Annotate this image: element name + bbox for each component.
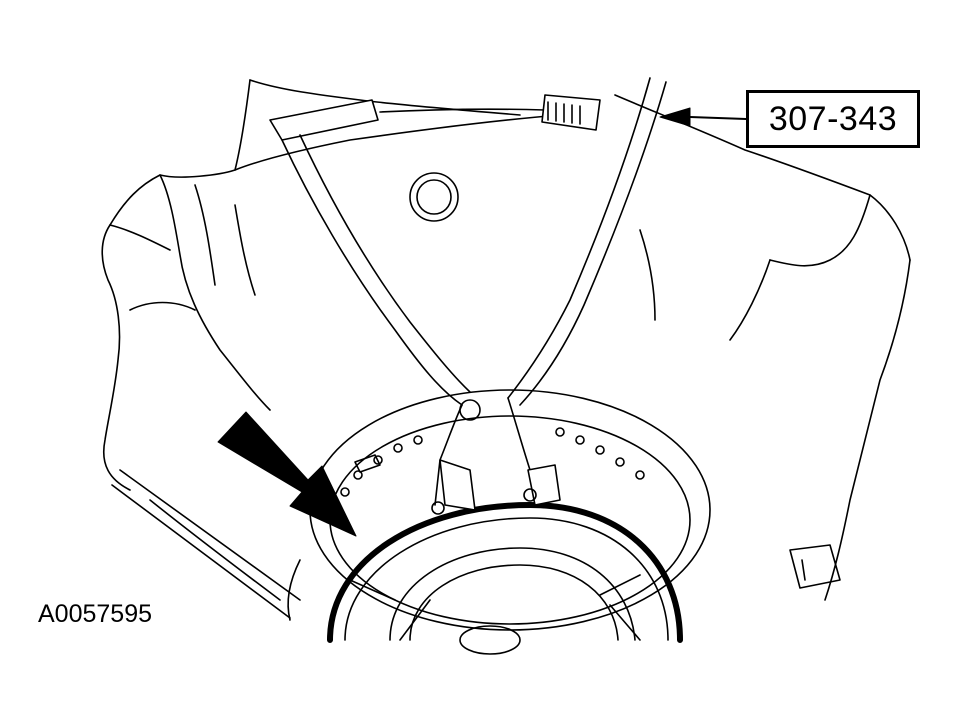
callout-leader-arrow <box>659 107 747 127</box>
snap-ring-pliers <box>269 77 667 515</box>
snap-ring-indicator-arrow <box>217 411 357 537</box>
figure-id-label: A0057595 <box>38 600 153 628</box>
transmission-case <box>101 79 911 621</box>
case-boss <box>409 172 459 222</box>
hub-plate <box>309 389 711 631</box>
clutch-drum <box>327 502 683 655</box>
tool-number-callout: 307-343 <box>746 90 920 148</box>
